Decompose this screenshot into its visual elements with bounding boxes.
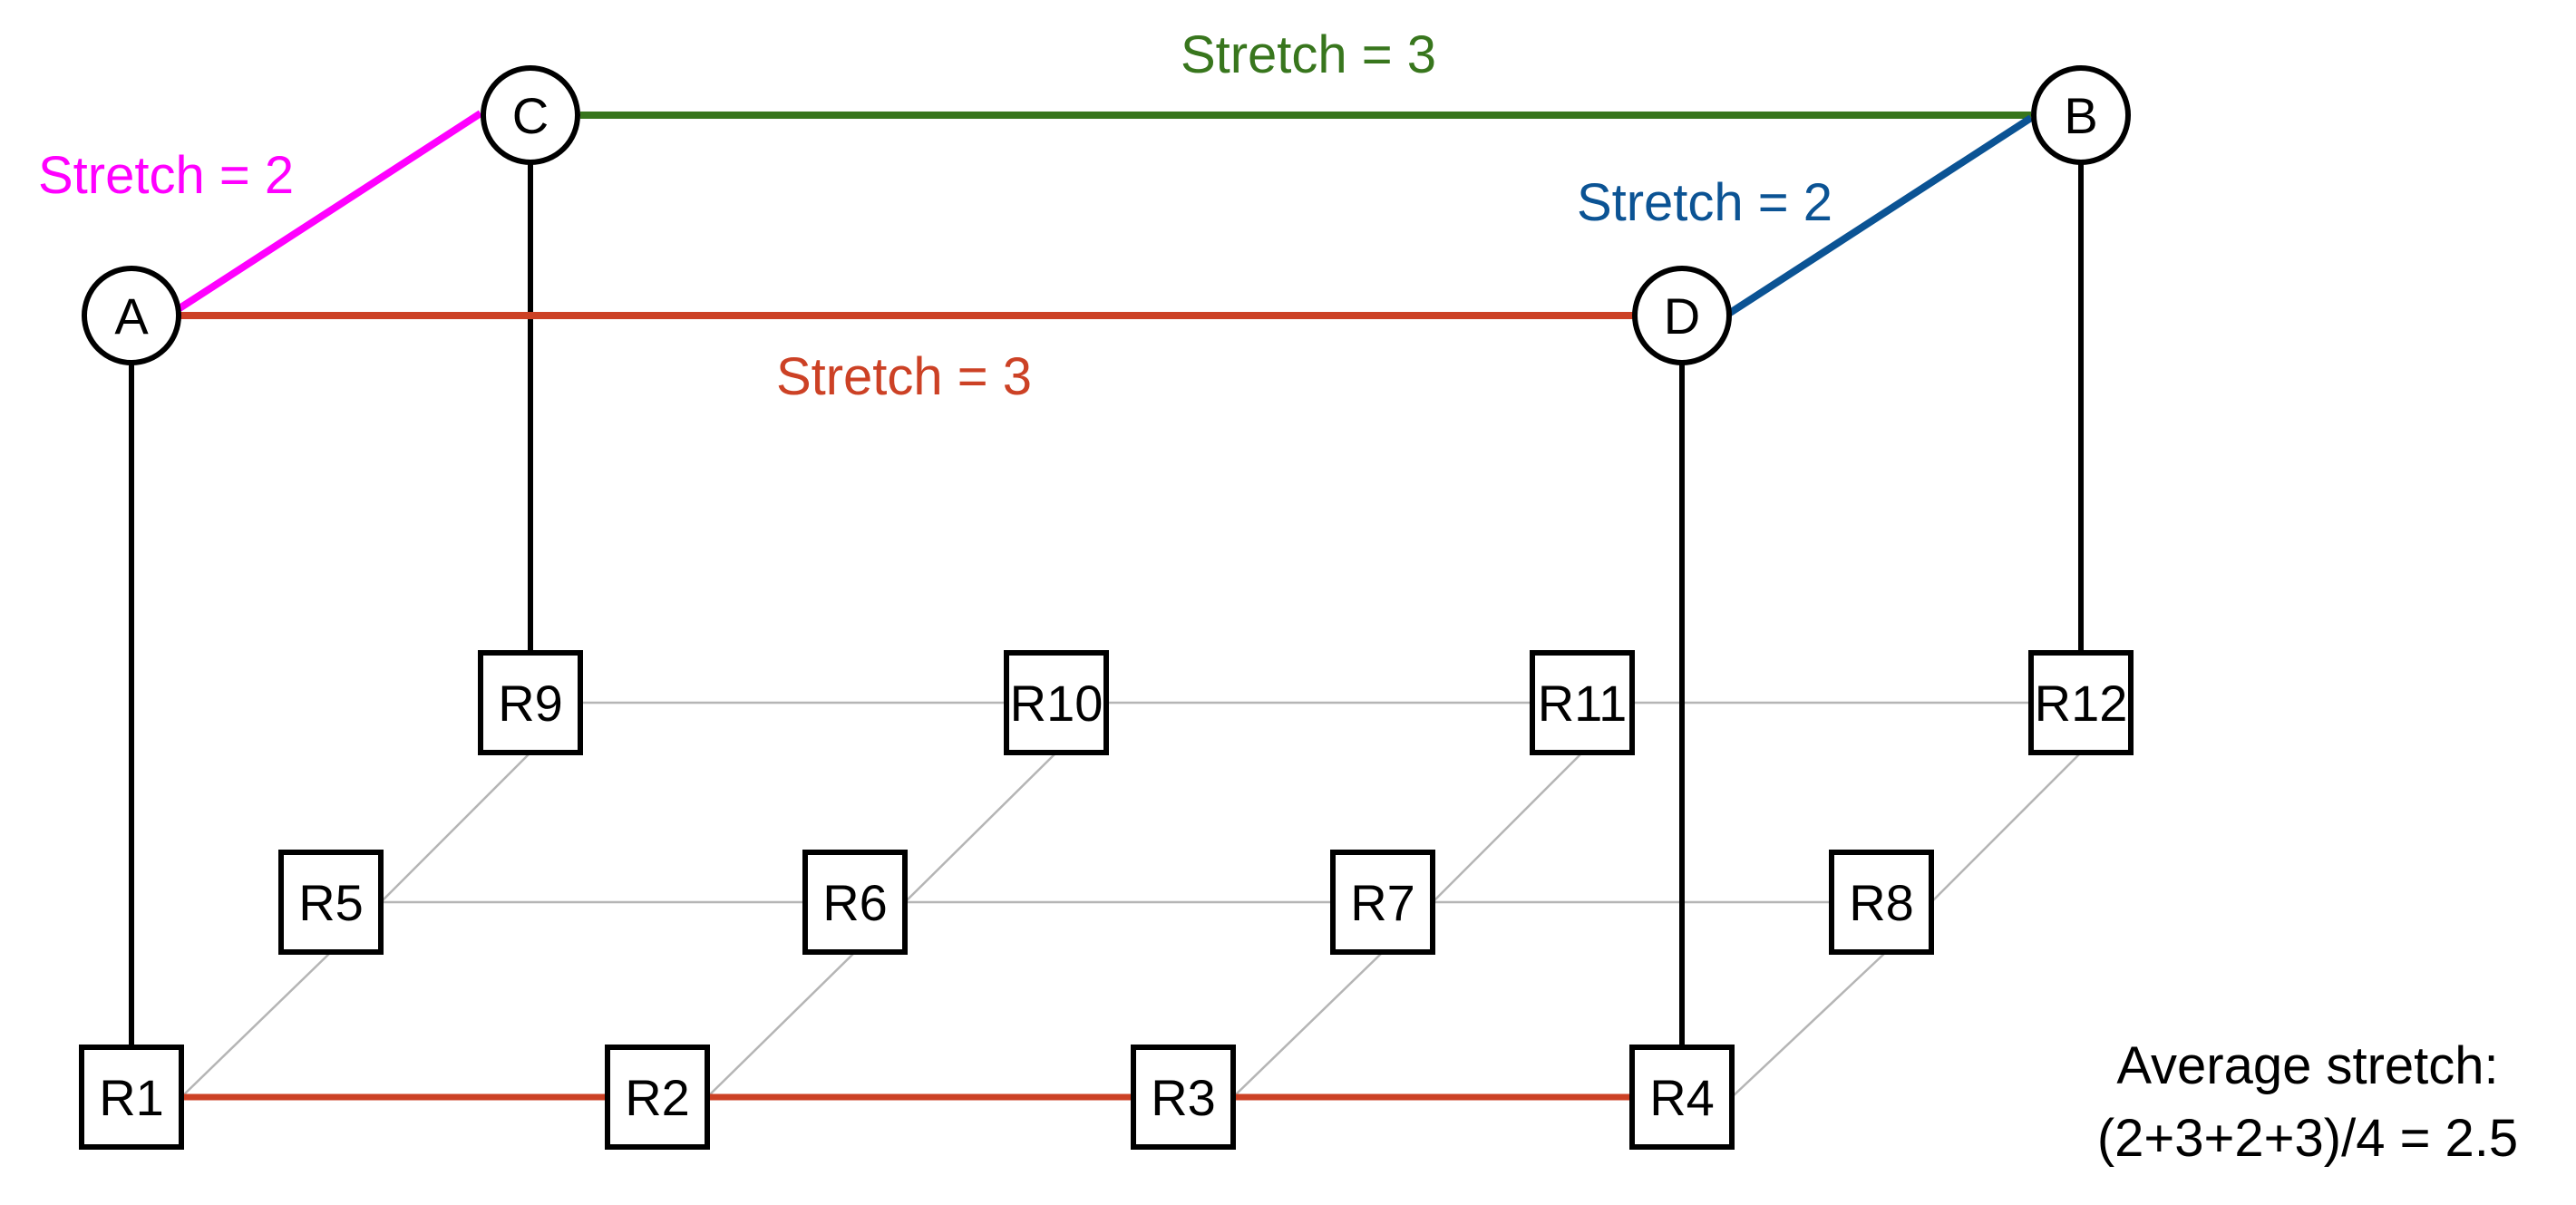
router-r2: R2	[605, 1045, 710, 1150]
overlay-node-b-label: B	[2064, 87, 2097, 144]
router-r5: R5	[278, 850, 384, 955]
router-r3: R3	[1131, 1045, 1236, 1150]
average-stretch-title: Average stretch:	[2116, 1036, 2498, 1095]
router-r4-label: R4	[1649, 1069, 1715, 1126]
router-r10: R10	[1004, 650, 1109, 755]
router-r8-label: R8	[1849, 874, 1914, 931]
router-r9-box	[478, 650, 583, 755]
router-r5-box	[278, 850, 384, 955]
average-stretch-formula: (2+3+2+3)/4 = 2.5	[2097, 1109, 2518, 1168]
edge-r5-r9	[380, 752, 531, 903]
router-r9-label: R9	[498, 675, 563, 732]
router-r11-label: R11	[1538, 675, 1628, 732]
router-r3-box	[1131, 1045, 1236, 1150]
router-r8: R8	[1829, 850, 1934, 955]
router-r1-label: R1	[99, 1069, 164, 1126]
router-r12-label: R12	[2035, 675, 2128, 732]
router-r12: R12	[2028, 650, 2134, 755]
overlay-node-a: A	[82, 266, 181, 365]
router-r7: R7	[1330, 850, 1435, 955]
edge-r8-r12	[1930, 752, 2082, 903]
router-r9: R9	[478, 650, 583, 755]
overlay-node-d-label: D	[1664, 287, 1700, 345]
overlay-node-d: D	[1632, 266, 1732, 365]
router-r1: R1	[79, 1045, 184, 1150]
overlay-node-c-label: C	[512, 87, 549, 144]
stretch-label-c-b: Stretch = 3	[1181, 25, 1436, 84]
overlay-node-c: C	[481, 65, 580, 165]
edge-r3-r7	[1232, 951, 1384, 1098]
router-r12-box	[2028, 650, 2134, 755]
router-r11-box	[1530, 650, 1635, 755]
attachment-edges	[129, 163, 2084, 1047]
overlay-node-d-circle	[1632, 266, 1732, 365]
edge-r7-r11	[1432, 752, 1583, 903]
router-r8-box	[1829, 850, 1934, 955]
edge-r2-r6	[706, 951, 856, 1098]
router-r4-box	[1629, 1045, 1735, 1150]
router-r1-box	[79, 1045, 184, 1150]
stretch-label-a-c: Stretch = 2	[38, 146, 294, 205]
overlay-link-d-b	[1727, 114, 2034, 316]
overlay-node-c-circle	[481, 65, 580, 165]
overlay-node-a-circle	[82, 266, 181, 365]
underlay-grid-edges	[180, 701, 2082, 1098]
stretch-label-a-d: Stretch = 3	[776, 347, 1032, 406]
router-r4: R4	[1629, 1045, 1735, 1150]
router-r5-label: R5	[298, 874, 364, 931]
router-r3-label: R3	[1151, 1069, 1216, 1126]
stretch-label-d-b: Stretch = 2	[1577, 173, 1832, 232]
router-r2-box	[605, 1045, 710, 1150]
router-r6: R6	[802, 850, 908, 955]
overlay-node-a-label: A	[114, 287, 149, 345]
router-r2-label: R2	[625, 1069, 690, 1126]
overlay-link-a-c	[177, 110, 483, 312]
router-r6-box	[802, 850, 908, 955]
router-r7-box	[1330, 850, 1435, 955]
edge-r1-r5	[180, 951, 332, 1098]
overlay-node-b: B	[2031, 65, 2131, 165]
overlay-node-b-circle	[2031, 65, 2131, 165]
edge-r4-r8	[1731, 951, 1887, 1098]
edge-r6-r10	[904, 752, 1057, 903]
router-r10-label: R10	[1010, 675, 1103, 732]
router-r11: R11	[1530, 650, 1635, 755]
router-r6-label: R6	[822, 874, 888, 931]
router-r10-box	[1004, 650, 1109, 755]
router-r7-label: R7	[1350, 874, 1415, 931]
